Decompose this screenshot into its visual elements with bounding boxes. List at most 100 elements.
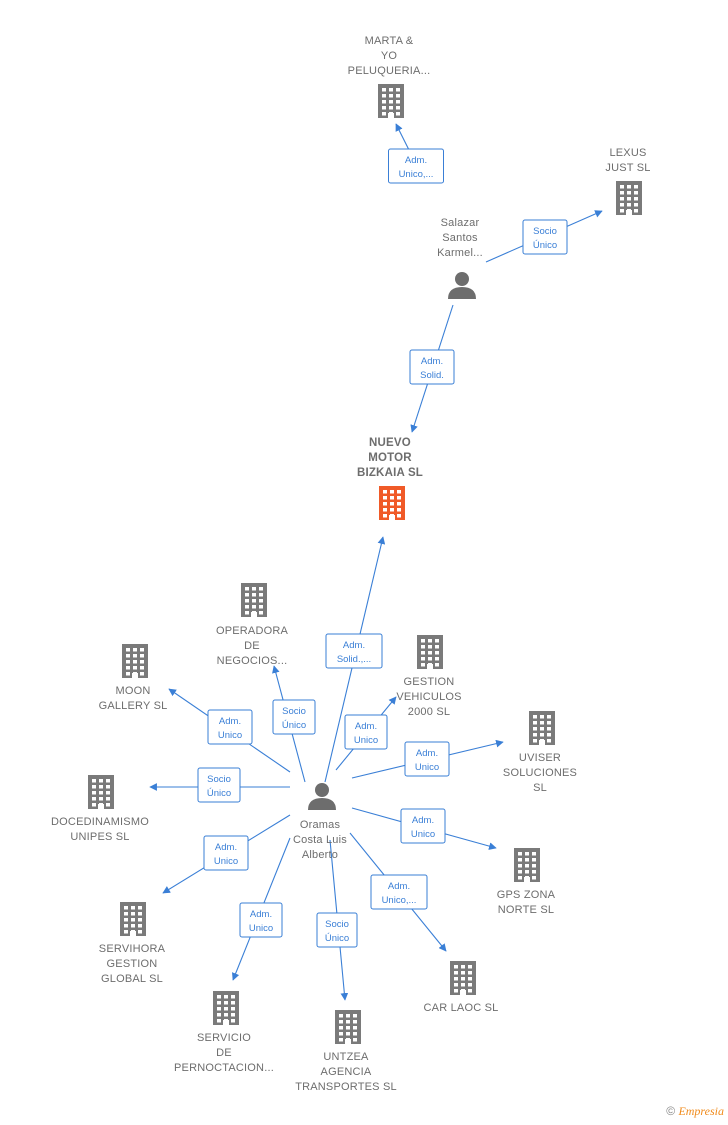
edge-label-nuevo: Adm.Solid. [409,349,455,385]
edge-label-text: Unico [249,923,273,934]
node-gestion[interactable]: GESTION VEHICULOS 2000 SL [396,635,461,718]
node-label-line: NEGOCIOS... [217,655,288,667]
node-label-line: Santos [442,232,478,244]
node-label-line: Salazar [441,217,480,229]
node-label-line: UNIPES SL [70,831,129,843]
node-salazar[interactable]: SalazarSantosKarmel... [437,217,483,299]
edge-label-text: Unico [354,735,378,746]
node-servicio[interactable]: SERVICIO DE PERNOCTACION... [174,991,274,1074]
edge-label-servicio: Adm.Unico [239,902,283,938]
edge-label-gestion: Adm.Unico [344,714,388,750]
edge-label-box [388,148,444,184]
building-icon [335,1010,361,1044]
building-icon [241,583,267,617]
node-label-line: GPS ZONA [497,889,556,901]
edge-label-marta: Adm.Unico,... [388,148,444,184]
node-label-line: MARTA & [365,35,414,47]
node-label-line: DE [244,640,260,652]
node-label-line: SL [533,782,547,794]
edge-label-text: Socio [207,774,231,785]
edge-label-text: Unico [214,856,238,867]
building-icon [88,775,114,809]
edge-label-text: Socio [282,706,306,717]
building-icon [120,902,146,936]
building-icon [379,486,405,520]
edge-label-text: Único [282,720,306,731]
edge-label-uviser: Adm.Unico [404,741,450,777]
node-label-line: VEHICULOS [396,691,461,703]
node-marta[interactable]: MARTA & YO PELUQUERIA... [348,35,431,118]
edge-label-box [207,709,253,745]
edge-label-text: Unico,... [399,169,434,180]
node-label-line: TRANSPORTES SL [295,1081,397,1093]
edge-label-text: Unico [218,730,242,741]
edge-label-text: Único [207,788,231,799]
edge-label-servihora: Adm. Unico [203,835,249,871]
edge-label-box [522,219,568,255]
edge-label-text: Adm. [215,842,237,853]
node-label-line: GESTION [404,676,455,688]
edge-label-text: Único [533,240,557,251]
node-label-line: Karmel... [437,247,483,259]
edge-label-text: Socio [533,226,557,237]
node-label-line: PELUQUERIA... [348,65,431,77]
node-untzea[interactable]: UNTZEA AGENCIA TRANSPORTES SL [295,1010,397,1093]
node-label-line: Costa Luis [293,834,347,846]
edge-label-text: Unico,... [382,895,417,906]
node-label-line: UNTZEA [323,1051,369,1063]
node-label-line: GALLERY SL [99,700,168,712]
edge-label-text: Adm. [421,356,443,367]
edge-label-text: Adm. [416,748,438,759]
node-label-line: Alberto [302,849,338,861]
edge-label-text: Adm. [343,640,365,651]
edge-label-text: Adm. [219,716,241,727]
node-label-line: SERVIHORA [99,943,166,955]
building-icon [122,644,148,678]
node-label-line: LEXUS [609,147,646,159]
edge-labels-layer: Adm.Unico,...SocioÚnicoAdm.Solid.Adm.Sol… [197,148,568,948]
node-doce[interactable]: DOCEDINAMISMO UNIPES SL [51,775,149,843]
node-label-line: YO [381,50,398,62]
node-label-line: Oramas [300,819,341,831]
node-label-line: GESTION [107,958,158,970]
node-label-line: MOTOR [368,452,412,464]
edge-label-box [272,699,316,735]
building-icon [378,84,404,118]
building-icon [213,991,239,1025]
copyright-symbol: © [666,1104,676,1118]
edge-label-carlaoc: Adm.Unico,... [370,874,428,910]
node-label-line: SOLUCIONES [503,767,577,779]
node-label-line: PERNOCTACION... [174,1062,274,1074]
node-carlaoc[interactable]: CAR LAOC SL [424,961,499,1014]
edge-label-text: Solid.,... [337,654,371,665]
node-label-line: DOCEDINAMISMO [51,816,149,828]
edge-label-gps: Adm.Unico [400,808,446,844]
building-icon [450,961,476,995]
building-icon [514,848,540,882]
edge-label-box [239,902,283,938]
node-label-line: AGENCIA [321,1066,372,1078]
edge-label-text: Único [325,933,349,944]
node-gps[interactable]: GPS ZONA NORTE SL [497,848,556,916]
node-label-line: DE [216,1047,232,1059]
node-label-line: SERVICIO [197,1032,251,1044]
node-label-line: NORTE SL [498,904,554,916]
node-label-line: 2000 SL [408,706,450,718]
footer-brand: © Empresia [666,1104,724,1119]
node-label-line: BIZKAIA SL [357,467,423,479]
edge-label-box [316,912,358,948]
building-icon [417,635,443,669]
edge-label-box [197,767,241,803]
edge-label-text: Unico [411,829,435,840]
node-operadora[interactable]: OPERADORADENEGOCIOS... [216,583,289,667]
node-label-line: CAR LAOC SL [424,1002,499,1014]
